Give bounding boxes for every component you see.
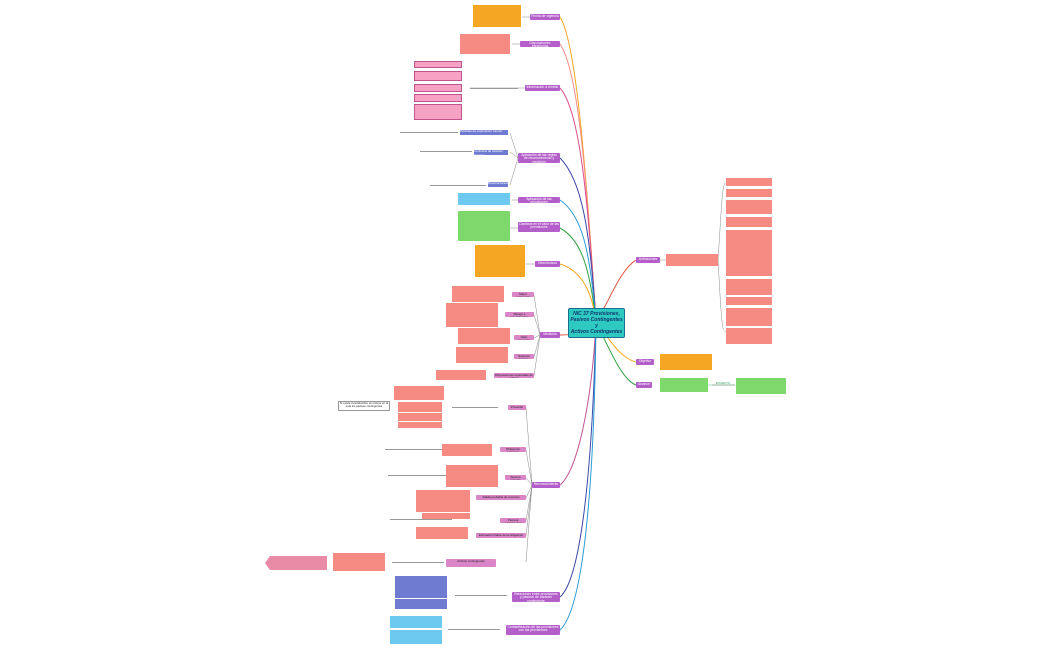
sub-obligacion-presente[interactable]: Obligación presente — [500, 447, 526, 452]
sub-suceso-pasado[interactable]: Suceso pasado — [505, 475, 526, 480]
sub-activos-contingentes[interactable]: Activos contingentes — [446, 559, 496, 567]
sub-perdidas-explotacion[interactable]: Pérdidas de explotación futuras — [460, 130, 508, 135]
sub-provision[interactable]: Provisión — [508, 405, 526, 410]
branch-objetivo[interactable]: Objetivo — [636, 359, 654, 365]
note-contabilizacion-text — [448, 616, 500, 630]
sub-valor-presente[interactable]: Valor presente — [514, 335, 534, 340]
sub-mejor-estimacion[interactable]: Mejor estimación — [512, 292, 534, 297]
side-note-incertidumbre: Si existe incertidumbre se incluye en la… — [338, 401, 390, 411]
note-fecha-vigencia — [473, 5, 521, 27]
sub-sucesos-futuros[interactable]: Sucesos futuros — [514, 354, 534, 359]
note-activos-hexagon — [265, 556, 327, 570]
note-salida-1 — [416, 490, 470, 512]
note-info-2 — [414, 71, 462, 81]
sub-salida-probable[interactable]: Salida probable de recursos — [476, 495, 526, 500]
note-medicion-1 — [452, 286, 504, 302]
note-relaciones-2 — [395, 599, 447, 609]
note-def-6 — [726, 279, 772, 295]
branch-definiciones[interactable]: Definiciones — [636, 257, 660, 263]
central-line-1: NIC 37 Provisiones, — [573, 311, 620, 317]
note-objetivo — [660, 354, 712, 370]
note-contabilizacion-2 — [390, 630, 442, 644]
note-suceso — [446, 465, 498, 487]
note-alcance — [660, 378, 708, 392]
sub-pasivos-contingentes[interactable]: Pasivos contingentes — [500, 518, 526, 523]
branch-relaciones[interactable]: Relaciones entre provisiones y pasivos d… — [512, 592, 560, 602]
branch-informacion-revelar[interactable]: Información a revelar — [525, 85, 560, 91]
note-pasivos-text — [390, 510, 452, 520]
sub-riesgo-incertidumbre[interactable]: Riesgo e incertidumbre — [505, 312, 534, 317]
branch-reembolsos[interactable]: Reembolsos — [535, 261, 560, 267]
note-info-5 — [414, 104, 462, 120]
note-reconocimiento-text — [452, 400, 498, 408]
central-line-2: Pasivos Contingentes — [570, 317, 623, 323]
note-info-1 — [414, 61, 462, 68]
note-rec-4 — [398, 422, 442, 428]
sub-disposiciones-esperadas[interactable]: Disposiciones esperadas de activos — [494, 373, 534, 378]
note-medicion-3 — [458, 328, 510, 344]
note-def-9 — [726, 328, 772, 344]
note-reembolsos — [475, 245, 525, 277]
sub-reestructuraciones[interactable]: Reestructuraciones — [488, 182, 508, 187]
note-rec-3 — [398, 413, 442, 421]
note-aplicacion-provisiones — [458, 193, 510, 205]
note-info-3 — [414, 84, 462, 92]
note-def-4 — [726, 217, 772, 227]
note-aplicacion-text-1 — [400, 125, 458, 133]
alcance-excepto-label: EXCEPTO — [716, 381, 731, 385]
note-suceso-text — [388, 458, 446, 476]
note-informacion-text — [470, 81, 518, 89]
central-topic[interactable]: NIC 37 Provisiones, Pasivos Contingentes… — [568, 308, 625, 338]
sub-contratos-onerosos[interactable]: Contratos de carácter oneroso — [474, 150, 508, 155]
note-aplicacion-text-2 — [420, 138, 472, 152]
central-line-4: Activos Contingentes — [570, 329, 623, 335]
note-cambios-valor — [458, 211, 510, 241]
note-relaciones-text — [455, 582, 507, 596]
note-def-7 — [726, 297, 772, 305]
note-salida-2 — [422, 513, 470, 519]
note-activos-contingentes — [333, 553, 385, 571]
branch-medicion[interactable]: Medición — [540, 332, 560, 338]
branch-contabilizacion[interactable]: Contabilización de las provisiones con l… — [506, 625, 560, 635]
branch-cambios-valor[interactable]: Cambios en el valor de las provisiones — [518, 222, 560, 232]
note-aplicacion-text-3 — [430, 156, 486, 186]
note-info-4 — [414, 94, 462, 102]
note-contabilizacion-1 — [390, 616, 442, 628]
note-disposiciones — [460, 34, 510, 54]
branch-reconocimiento[interactable]: Reconocimiento — [532, 482, 560, 488]
note-def-3 — [726, 200, 772, 214]
sub-estimacion-fiable[interactable]: Estimación fiable de la obligación — [476, 533, 526, 538]
note-def-1 — [726, 178, 772, 186]
note-rec-2 — [398, 402, 442, 412]
note-estimacion — [416, 527, 468, 539]
central-line-3: y — [595, 323, 598, 329]
note-definiciones-main — [666, 254, 718, 266]
note-obligacion-text — [385, 428, 445, 450]
note-relaciones-1 — [395, 576, 447, 598]
note-medicion-5 — [436, 370, 486, 380]
note-medicion-4 — [456, 347, 508, 363]
branch-aplicacion-provisiones[interactable]: Aplicación de las provisiones — [518, 197, 560, 203]
branch-alcance[interactable]: Alcance — [636, 382, 652, 388]
note-activos-text — [392, 549, 444, 563]
note-def-8 — [726, 308, 772, 326]
note-alcance-excepto — [736, 378, 786, 394]
note-medicion-2 — [446, 303, 498, 327]
note-obligacion — [442, 444, 492, 456]
branch-aplicacion-reglas[interactable]: Aplicación de las reglas de reconocimien… — [518, 153, 560, 163]
side-note-text: Si existe incertidumbre se incluye en la… — [339, 401, 389, 409]
note-def-2 — [726, 189, 772, 197]
note-rec-1 — [394, 386, 444, 400]
branch-fecha-vigencia[interactable]: Fecha de vigencia — [530, 14, 560, 20]
note-def-5 — [726, 230, 772, 276]
branch-disposiciones-transitorias[interactable]: Disposiciones transitorias — [520, 41, 560, 47]
